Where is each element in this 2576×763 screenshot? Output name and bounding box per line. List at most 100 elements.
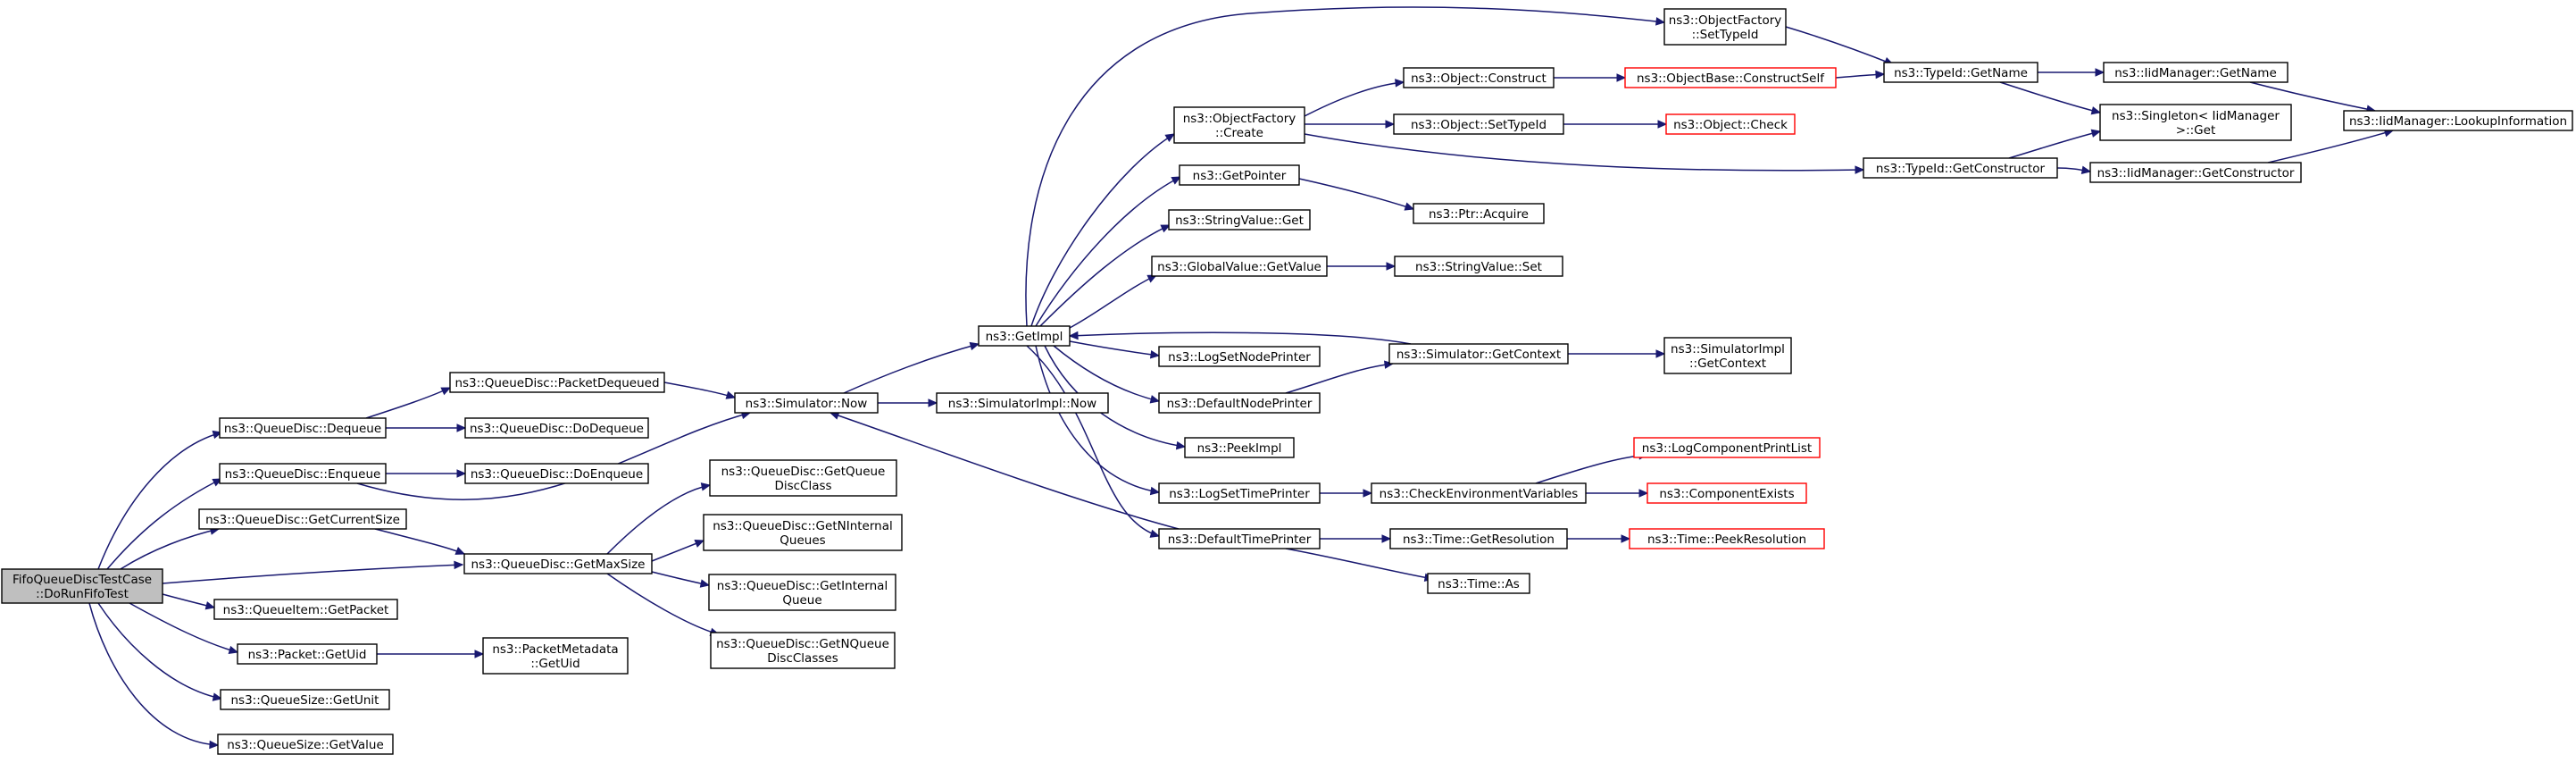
node-box: [1389, 528, 1568, 549]
node-timegetres[interactable]: ns3::Time::GetResolution: [1389, 528, 1568, 549]
node-timepeekres[interactable]: ns3::Time::PeekResolution: [1629, 528, 1825, 549]
node-label: ns3::GetPointer: [1193, 169, 1287, 183]
node-simnow[interactable]: ns3::Simulator::Now: [734, 392, 879, 414]
edge-getmaxsize-to-getqdclass: [606, 482, 712, 555]
node-label: ns3::QueueDisc::GetMaxSize: [471, 558, 645, 572]
node-simimplgetctx[interactable]: ns3::SimulatorImpl::GetContext: [1663, 337, 1792, 374]
node-objconstruct[interactable]: ns3::Object::Construct: [1403, 67, 1555, 88]
node-label: ns3::LogSetNodePrinter: [1168, 350, 1311, 365]
edge-objconstruct-to-objbaseconstruct: [1554, 73, 1627, 82]
edge-arrowhead: [2080, 165, 2092, 174]
edge-arrowhead: [1655, 349, 1666, 358]
node-label: ns3::LogSetTimePrinter: [1169, 487, 1310, 501]
node-logcompprint[interactable]: ns3::LogComponentPrintList: [1633, 437, 1821, 458]
node-label: DiscClasses: [767, 651, 838, 666]
node-simimplnow[interactable]: ns3::SimulatorImpl::Now: [936, 392, 1109, 414]
edge-line: [162, 564, 463, 584]
node-getcursize[interactable]: ns3::QueueDisc::GetCurrentSize: [198, 508, 407, 530]
node-peekimpl[interactable]: ns3::PeekImpl: [1184, 437, 1295, 458]
node-qsgetunit[interactable]: ns3::QueueSize::GetUnit: [220, 689, 390, 710]
node-getpointer[interactable]: ns3::GetPointer: [1179, 164, 1300, 186]
edge-line: [1030, 133, 1175, 327]
node-compexists[interactable]: ns3::ComponentExists: [1646, 482, 1807, 504]
edge-dequeue-to-dodequeue: [385, 423, 467, 432]
edge-logsettime-to-checkenv: [1320, 489, 1373, 498]
node-box: [1158, 482, 1321, 504]
node-box: [1158, 392, 1321, 414]
node-enqueue[interactable]: ns3::QueueDisc::Enqueue: [219, 463, 387, 484]
node-iidgetctor[interactable]: ns3::IidManager::GetConstructor: [2089, 162, 2302, 183]
node-strvalset[interactable]: ns3::StringValue::Set: [1394, 256, 1563, 277]
node-label: ns3::QueueDisc::GetNInternal: [713, 519, 893, 533]
node-logsettime[interactable]: ns3::LogSetTimePrinter: [1158, 482, 1321, 504]
node-box: [710, 632, 896, 669]
edge-arrowhead: [1855, 165, 1865, 174]
edge-checkenv-to-compexists: [1586, 489, 1649, 498]
edge-line: [1304, 133, 1864, 172]
node-box: [219, 417, 387, 439]
node-pktdequeued[interactable]: ns3::QueueDisc::PacketDequeued: [449, 372, 665, 393]
node-simgetctx[interactable]: ns3::Simulator::GetContext: [1388, 343, 1569, 365]
node-deftimeprinter[interactable]: ns3::DefaultTimePrinter: [1158, 528, 1321, 549]
node-getimpl[interactable]: ns3::GetImpl: [978, 325, 1071, 347]
node-pktgetuid[interactable]: ns3::Packet::GetUid: [237, 643, 378, 665]
node-dodequeue[interactable]: ns3::QueueDisc::DoDequeue: [464, 417, 649, 439]
edge-line: [1053, 345, 1160, 402]
node-box: [1184, 437, 1295, 458]
node-label: ns3::QueueDisc::GetQueue: [721, 465, 886, 479]
node-objfactset[interactable]: ns3::ObjectFactory::SetTypeId: [1663, 8, 1787, 46]
edge-typeidgetctor-to-iidgetctor: [2056, 165, 2092, 174]
node-objsettypeid[interactable]: ns3::Object::SetTypeId: [1393, 113, 1564, 135]
node-box: [1168, 209, 1311, 231]
node-logsetnode[interactable]: ns3::LogSetNodePrinter: [1158, 346, 1321, 367]
edge-getmaxsize-to-getinternal: [651, 571, 711, 588]
node-dequeue[interactable]: ns3::QueueDisc::Dequeue: [219, 417, 387, 439]
node-globalgetval[interactable]: ns3::GlobalValue::GetValue: [1151, 256, 1328, 277]
edge-pktdequeued-to-simnow: [663, 382, 737, 399]
node-box: [220, 689, 390, 710]
edge-line: [106, 478, 222, 570]
edge-typeidgetctor-to-singletonget: [2008, 129, 2102, 159]
node-box: [1883, 62, 2038, 83]
edge-arrowhead: [228, 645, 239, 655]
edge-arrowhead: [699, 579, 711, 588]
node-label: ns3::QueueDisc::Dequeue: [224, 422, 381, 436]
node-typeidgetname[interactable]: ns3::TypeId::GetName: [1883, 62, 2038, 83]
edge-arrowhead: [928, 398, 938, 407]
edge-line: [1285, 548, 1434, 580]
node-label: ns3::QueueDisc::DoDequeue: [470, 422, 644, 436]
node-qsgetvalue[interactable]: ns3::QueueSize::GetValue: [217, 734, 394, 755]
node-label: ns3::IidManager::LookupInformation: [2349, 114, 2567, 129]
edge-line: [1999, 81, 2101, 113]
node-label: ns3::QueueDisc::GetCurrentSize: [205, 513, 400, 527]
node-singletonget[interactable]: ns3::Singleton< IidManager >::Get: [2099, 104, 2292, 141]
node-label: ns3::Time::As: [1438, 577, 1520, 591]
node-label: ns3::Singleton< IidManager: [2112, 109, 2280, 123]
node-label: ns3::SimulatorImpl::Now: [948, 397, 1096, 411]
node-label: ns3::Ptr::Acquire: [1429, 207, 1529, 222]
edge-arrowhead: [1171, 176, 1182, 185]
node-typeidgetctor[interactable]: ns3::TypeId::GetConstructor: [1863, 157, 2058, 179]
node-getmaxsize[interactable]: ns3::QueueDisc::GetMaxSize: [463, 553, 653, 574]
node-iidgetname[interactable]: ns3::IidManager::GetName: [2103, 62, 2288, 83]
node-defnodeprinter[interactable]: ns3::DefaultNodePrinter: [1158, 392, 1321, 414]
node-timeas[interactable]: ns3::Time::As: [1427, 573, 1530, 594]
node-doenqueue[interactable]: ns3::QueueDisc::DoEnqueue: [464, 463, 649, 484]
node-qigetpacket[interactable]: ns3::QueueItem::GetPacket: [213, 599, 398, 620]
node-box: [1633, 437, 1821, 458]
node-strvalget[interactable]: ns3::StringValue::Get: [1168, 209, 1311, 231]
node-objcheck[interactable]: ns3::Object::Check: [1665, 113, 1796, 135]
node-checkenv[interactable]: ns3::CheckEnvironmentVariables: [1371, 482, 1587, 504]
edge-line: [1044, 345, 1186, 448]
node-label: ::GetUid: [530, 657, 579, 671]
node-objbaseconstruct[interactable]: ns3::ObjectBase::ConstructSelf: [1624, 67, 1837, 88]
node-ptracquire[interactable]: ns3::Ptr::Acquire: [1413, 203, 1545, 224]
node-iidlookup[interactable]: ns3::IidManager::LookupInformation: [2343, 110, 2573, 131]
edge-arrowhead: [1381, 534, 1392, 543]
node-objfactcreate[interactable]: ns3::ObjectFactory::Create: [1173, 106, 1305, 144]
node-pmgetuid[interactable]: ns3::PacketMetadata::GetUid: [482, 637, 629, 675]
